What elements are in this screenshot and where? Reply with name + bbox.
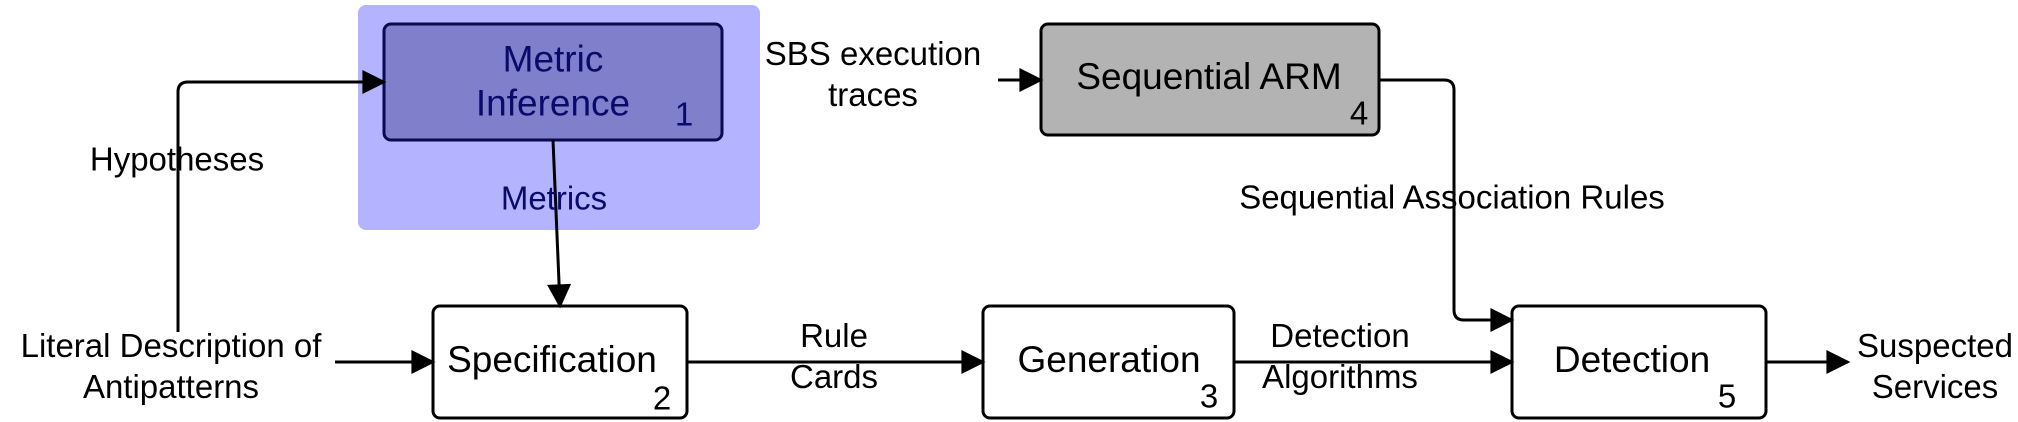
rule-cards-line-1: Rule [800,316,868,354]
detection-title: Detection [1553,338,1711,380]
literal-description-label: Literal Description of Antipatterns [21,325,322,408]
sbs-traces-label: SBS execution traces [765,33,981,116]
literal-description-line-2: Antipatterns [82,368,260,405]
rule-cards-line-2: Cards [789,358,879,395]
metric-inference-title: Metric Inference [476,38,630,127]
metrics-arrow [547,139,572,309]
specification-title: Specification [447,338,657,380]
generation-title: Generation [1017,338,1201,380]
suspected-services-line-2: Services [1871,368,1999,405]
specification-number: 2 [652,379,672,417]
metric-inference-title-line-2: Inference [475,83,631,124]
metrics-label: Metrics [500,179,608,217]
suspected-services-label: Suspected Services [1857,325,2013,408]
sequential-arm-number: 4 [1349,94,1369,132]
sequential-rules-arrow [1379,78,1515,332]
sequential-arm-title: Sequential ARM [1076,55,1342,97]
rule-cards-label: Rule Cards [790,315,878,398]
literal-description-line-1: Literal Description of [20,326,322,364]
hypotheses-arrow [176,70,387,332]
detection-algorithms-label: Detection Algorithms [1262,315,1418,398]
generation-number: 3 [1199,377,1219,415]
sbs-traces-line-2: traces [828,76,918,113]
detection-algorithms-line-1: Detection [1270,316,1410,354]
hypotheses-label: Hypotheses [89,140,265,178]
detection-number: 5 [1717,377,1737,415]
metric-inference-title-line-1: Metric [502,38,604,80]
detection-algorithms-line-2: Algorithms [1262,358,1418,395]
sequential-rules-label: Sequential Association Rules [1239,178,1665,216]
metric-inference-number: 1 [674,95,694,133]
sbs-traces-line-1: SBS execution [764,34,982,72]
suspected-services-line-1: Suspected [1857,326,2013,364]
